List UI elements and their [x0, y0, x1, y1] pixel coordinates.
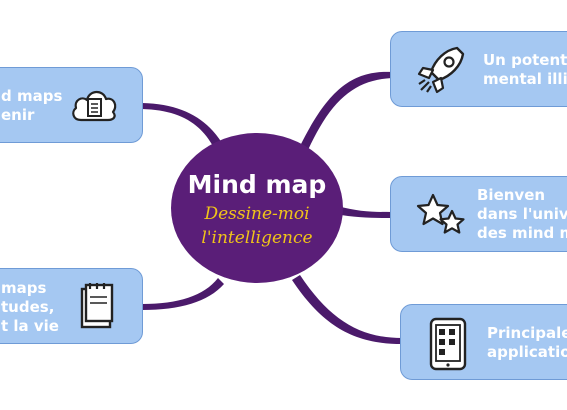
center-subtitle-line2: l'intelligence [201, 228, 313, 248]
branch-bottom-left [142, 278, 224, 310]
node-label: Un potent mental illin [483, 51, 567, 88]
node-top-left[interactable]: d maps enir [0, 67, 143, 143]
center-title: Mind map [187, 170, 327, 199]
node-middle-right[interactable]: Bienven dans l'univ des mind m [390, 176, 567, 252]
stars-icon [416, 193, 465, 234]
center-topic[interactable]: Mind map Dessine-moi l'intelligence [171, 133, 343, 283]
notebook-icon [80, 283, 114, 329]
node-label: Bienven dans l'univ des mind m [477, 186, 567, 242]
rocket-icon [417, 46, 465, 94]
node-label: d maps enir [1, 87, 63, 124]
branch-top-left [142, 103, 222, 148]
tablet-app-icon [429, 317, 467, 371]
node-top-right[interactable]: Un potent mental illin [390, 31, 567, 107]
node-bottom-left[interactable]: maps tudes, t la vie [0, 268, 143, 344]
branch-bottom-right [292, 275, 402, 344]
node-label: Principale application [487, 324, 567, 361]
node-bottom-right[interactable]: Principale application [400, 304, 567, 380]
cloud-document-icon [72, 90, 117, 122]
branch-middle-right [336, 206, 392, 218]
center-subtitle: Dessine-moi l'intelligence [171, 202, 343, 250]
node-label: maps tudes, t la vie [1, 279, 59, 335]
center-subtitle-line1: Dessine-moi [204, 204, 310, 224]
branch-top-right [300, 71, 392, 150]
